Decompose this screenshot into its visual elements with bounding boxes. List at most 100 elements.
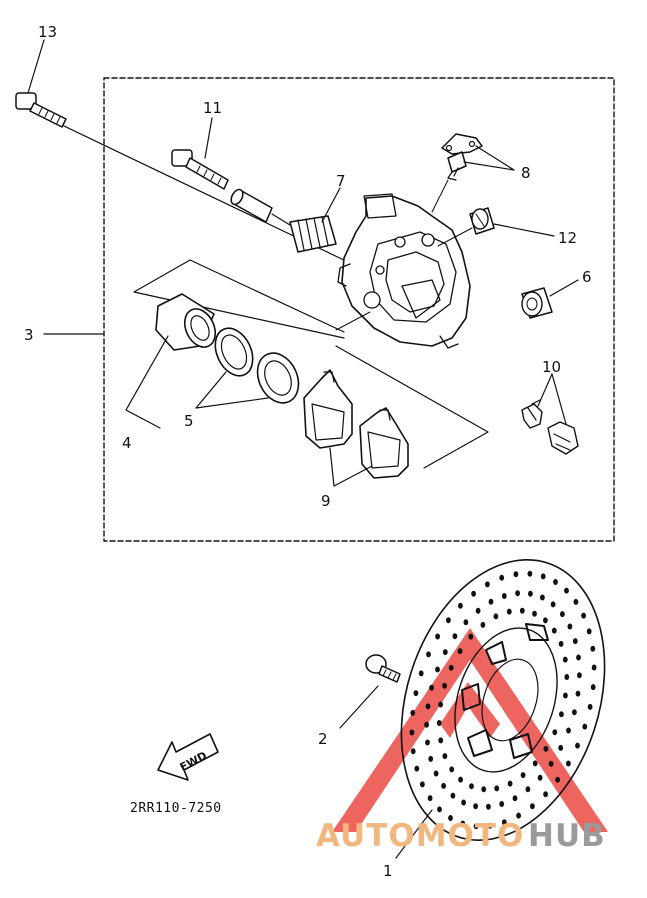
disc-holes [409, 570, 597, 830]
disc-hole [433, 770, 439, 777]
disc-hole [515, 590, 520, 597]
disc-hole [425, 703, 431, 710]
disc-hole [581, 612, 586, 619]
disc-hole [460, 820, 466, 827]
disc-hole [473, 823, 479, 830]
leader-2 [339, 685, 379, 729]
disc-hole [452, 633, 458, 640]
leader-8b [463, 161, 515, 171]
disc-hole [555, 776, 560, 783]
disc-hole [507, 780, 513, 787]
disc-hole [427, 795, 433, 802]
disc-hole [566, 727, 571, 734]
disc-hole [575, 742, 580, 749]
leader-6 [549, 279, 579, 297]
leader-9 [329, 447, 373, 487]
disc-hole [572, 709, 577, 716]
disc-hole [582, 723, 588, 730]
leader-10a [537, 373, 553, 407]
disc-hole [590, 684, 596, 691]
seal-5b [256, 352, 300, 404]
piston-axis [335, 311, 371, 331]
disc-hole [410, 709, 416, 716]
pad-9a [303, 369, 353, 449]
callout-9: 9 [321, 492, 331, 510]
disc-hole [480, 621, 486, 628]
disc-hole [530, 803, 535, 810]
disc-hole [429, 684, 434, 691]
pad-9b [359, 407, 409, 479]
disc-hole [461, 799, 466, 806]
disc-hole [420, 781, 425, 788]
callout-2: 2 [318, 730, 328, 748]
disc-hole [442, 682, 447, 689]
disc-hole [410, 748, 416, 755]
disc-hole [458, 776, 463, 783]
disc-hole [572, 638, 578, 645]
disc-hole [573, 598, 579, 605]
disc-hole [457, 648, 463, 655]
disc-hole [471, 590, 476, 597]
disc-hole [564, 587, 569, 594]
leader-10b [551, 373, 567, 425]
disc-bolt-2 [365, 654, 401, 683]
disc-hole [566, 760, 571, 767]
disc-hole [449, 766, 455, 773]
leader-12 [493, 223, 555, 237]
disc-hole [485, 581, 490, 588]
disc-hole [564, 674, 570, 680]
watermark-text-auto: AUTOMOTO [316, 818, 524, 854]
disc-hole [516, 812, 521, 819]
disc-hole [558, 640, 564, 647]
callout-10: 10 [542, 358, 561, 376]
disc-hole [458, 602, 463, 609]
fwd-arrow-icon: FWD [157, 733, 219, 781]
disc-hole [448, 664, 454, 671]
disc-hole [540, 594, 545, 601]
disc-hole [532, 760, 538, 767]
watermark-text-hub: HUB [528, 818, 606, 854]
disc-hole [528, 590, 533, 597]
disc-hole [567, 623, 573, 630]
brake-disc-1 [400, 559, 606, 841]
disc-hole [442, 753, 448, 760]
pin-axis [271, 213, 291, 226]
disc-hole [435, 666, 440, 673]
plug-6 [521, 287, 553, 319]
pad-spring-10b [547, 421, 579, 455]
disc-hole [543, 745, 549, 752]
disc-hole [463, 619, 469, 626]
disc-hole [543, 791, 548, 798]
piston-4 [155, 293, 217, 351]
disc-hole [446, 617, 451, 624]
disc-hole [576, 654, 581, 661]
disc-hole [537, 774, 543, 781]
callout-5: 5 [184, 412, 194, 430]
leader-8a [475, 145, 515, 171]
disc-hole [550, 601, 556, 608]
bolt-11 [171, 149, 229, 190]
plug-12 [469, 207, 495, 235]
bleed-cap-8 [441, 133, 483, 155]
disc-hole [494, 785, 500, 792]
disc-hole [481, 786, 487, 793]
disc-hole [409, 729, 415, 736]
leader-13 [27, 39, 45, 94]
disc-hole [475, 607, 481, 614]
disc-hole [563, 692, 568, 699]
disc-hole [414, 765, 420, 772]
leader-5b [195, 397, 269, 409]
assembly-frame [103, 77, 615, 542]
disc-hole [558, 744, 564, 751]
disc-hole [587, 703, 593, 710]
callout-3: 3 [24, 326, 34, 344]
leader-11 [204, 117, 213, 159]
disc-hole [413, 690, 419, 697]
disc-hole [442, 649, 448, 656]
callout-13: 13 [38, 23, 57, 41]
disc-hole [553, 579, 558, 585]
sleeve [230, 188, 273, 223]
plug-axis [437, 227, 473, 247]
disc-hole [540, 573, 546, 580]
bolt-13 [15, 92, 67, 128]
